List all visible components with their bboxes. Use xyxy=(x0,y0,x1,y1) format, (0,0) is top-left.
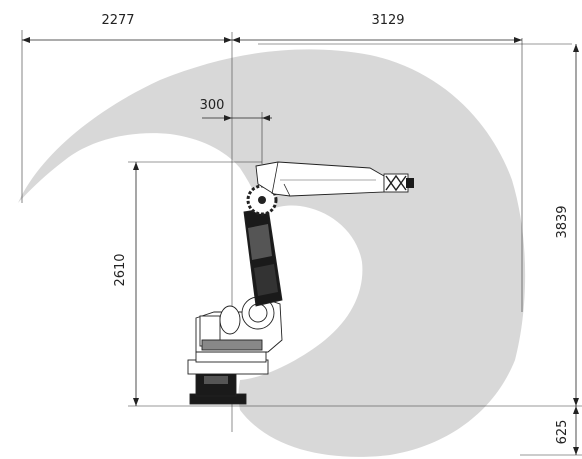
dim-label-max-height: 3839 xyxy=(555,205,570,238)
robot-lower-arm xyxy=(243,207,283,307)
dim-label-arm-height: 2610 xyxy=(113,253,128,286)
robot-arm-illustration xyxy=(187,161,414,405)
robot-base xyxy=(187,351,269,405)
dim-label-right-reach: 3129 xyxy=(371,13,404,28)
dim-label-wrist-offset: 300 xyxy=(200,98,225,113)
dim-label-left-reach: 2277 xyxy=(101,13,134,28)
work-envelope-area xyxy=(18,49,526,457)
robot-wrist xyxy=(383,173,414,193)
dim-label-below-base: 625 xyxy=(555,420,570,445)
robot-turret xyxy=(195,296,283,353)
